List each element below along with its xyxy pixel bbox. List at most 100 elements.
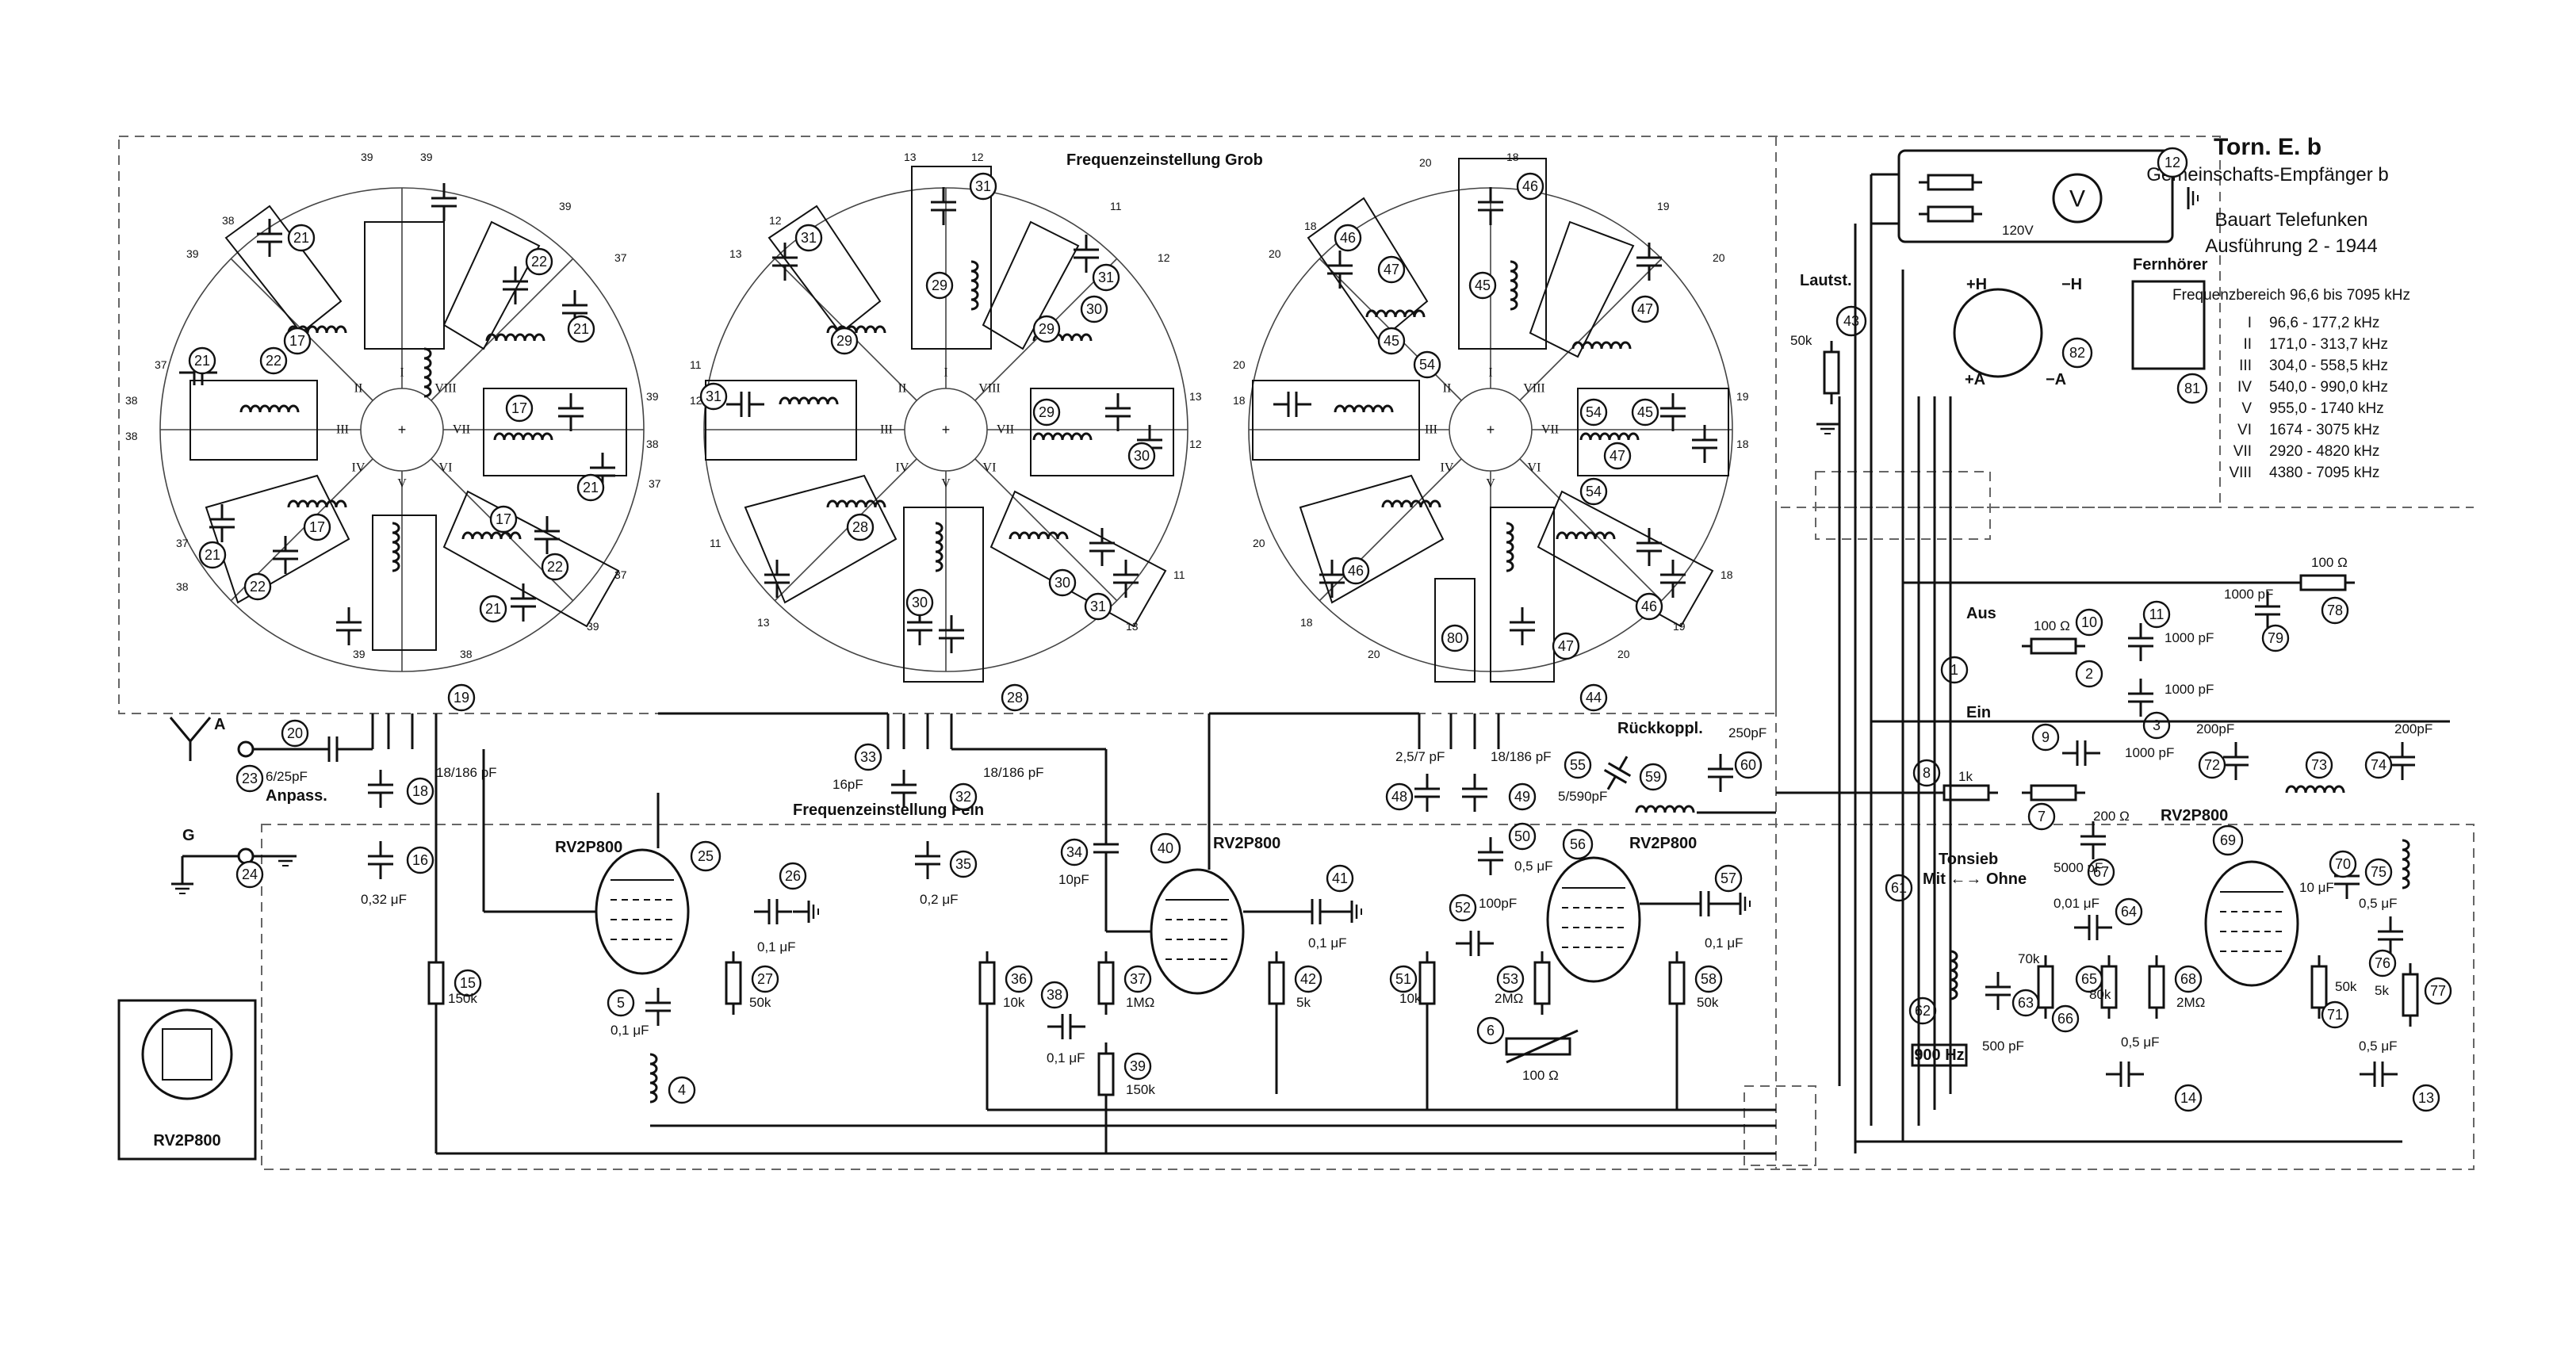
svg-text:30: 30 [1134,448,1150,464]
grob-label: Frequenzeinstellung Grob [1066,151,1263,169]
svg-text:36: 36 [1011,971,1027,987]
svg-text:14: 14 [2180,1090,2196,1106]
svg-text:100 Ω: 100 Ω [1522,1068,1559,1083]
ref-12 [2157,147,2188,178]
svg-text:19: 19 [1657,200,1670,212]
svg-text:56: 56 [1570,836,1586,852]
svg-text:21: 21 [485,601,501,617]
svg-text:38: 38 [222,214,235,227]
svg-text:11: 11 [710,537,722,549]
band-numeral: VII [2233,443,2252,460]
svg-text:47: 47 [1610,448,1625,464]
svg-text:38: 38 [125,430,138,442]
svg-text:5000 pF: 5000 pF [2054,860,2103,875]
svg-text:RV2P800: RV2P800 [1629,835,1697,852]
svg-text:25: 25 [698,848,714,864]
svg-text:19: 19 [1736,390,1749,403]
svg-text:42: 42 [1300,971,1316,987]
svg-text:RV2P800: RV2P800 [2161,807,2228,824]
svg-text:49: 49 [1514,789,1530,805]
band-numeral: II [2243,336,2252,353]
band-numeral: VI [2237,422,2252,438]
sector-label: VII [1541,423,1559,437]
svg-text:31: 31 [975,178,991,194]
svg-text:18: 18 [1736,438,1749,450]
wheel-1-refs: 21 17 22 21 17 21 17 22 21 22 17 21 22 2… [188,224,605,623]
svg-text:79: 79 [2268,630,2283,646]
svg-text:52: 52 [1455,900,1471,916]
tube-4: 69 RV2P800 72 200pF 73 74 200pF 70 10 μF… [2161,555,2452,1112]
wheel-2-refs: 31 29 31 29 30 29 31 30 29 31 30 28 31 3… [699,172,1156,621]
svg-text:20: 20 [1617,648,1630,660]
svg-text:2,5/7 pF: 2,5/7 pF [1395,749,1445,764]
sector-label: VIII [434,382,457,396]
sector-label: IV [1441,461,1454,475]
band-numeral: IV [2237,379,2252,396]
tube-3: 56 RV2P800 57 0,1 μF 58 50k [1546,828,1751,1016]
svg-text:100 Ω: 100 Ω [2311,555,2348,570]
svg-text:2MΩ: 2MΩ [2176,995,2205,1010]
svg-text:1000 pF: 1000 pF [2165,682,2214,697]
svg-text:46: 46 [1522,178,1538,194]
main-bus-wires [436,1015,1776,1155]
svg-text:18: 18 [1300,616,1313,629]
svg-text:5k: 5k [2375,983,2389,998]
svg-text:17: 17 [309,519,325,535]
band-range: 1674 - 3075 kHz [2269,422,2379,438]
wheel-3: + I II III IV V VI VII VIII [1248,158,1733,683]
meter-box: V 12 120V [1871,147,2199,243]
svg-text:1k: 1k [1958,769,1973,784]
wheel-3-refs: 46 45 47 54 46 45 47 54 45 46 47 54 46 4… [1334,172,1663,660]
svg-text:80k: 80k [2089,987,2111,1002]
svg-text:11: 11 [1110,200,1122,212]
svg-text:13: 13 [1126,620,1139,633]
svg-text:35: 35 [955,856,971,872]
svg-text:20: 20 [1253,537,1265,549]
svg-text:150k: 150k [448,991,477,1006]
svg-text:20: 20 [1419,156,1432,169]
svg-text:44: 44 [1586,690,1602,706]
svg-text:0,1 μF: 0,1 μF [1047,1050,1085,1065]
svg-text:10k: 10k [1399,991,1422,1006]
sector-label: V [1486,477,1495,491]
svg-text:0,1 μF: 0,1 μF [1308,935,1347,951]
sector-label: IV [352,461,366,475]
svg-text:59: 59 [1645,769,1661,785]
svg-text:43: 43 [1843,313,1859,329]
svg-text:61: 61 [1891,880,1907,896]
svg-text:12: 12 [971,151,984,163]
svg-text:0,1 μF: 0,1 μF [1705,935,1743,951]
svg-text:29: 29 [1039,404,1055,420]
svg-text:1000 pF: 1000 pF [2125,745,2174,760]
right-bus [1838,174,2450,1153]
sector-label: VI [983,461,997,475]
svg-text:10: 10 [2081,614,2097,630]
svg-text:22: 22 [547,559,563,575]
svg-text:10k: 10k [1003,995,1025,1010]
svg-text:0,32 μF: 0,32 μF [361,892,407,907]
svg-text:38: 38 [176,580,189,593]
sector-label: I [1488,366,1492,380]
svg-text:39: 39 [361,151,373,163]
svg-text:13: 13 [2418,1090,2434,1106]
sector-label: III [880,423,893,437]
sector-label: II [1443,382,1452,396]
wheel-2: + I II III IV V VI VII VIII [699,166,1188,683]
svg-text:78: 78 [2327,602,2343,618]
sector-label: III [1425,423,1437,437]
svg-text:5/590pF: 5/590pF [1558,789,1607,804]
svg-text:29: 29 [836,333,852,349]
svg-text:47: 47 [1558,638,1574,654]
band-range: 96,6 - 177,2 kHz [2269,315,2379,331]
svg-text:31: 31 [706,388,722,404]
sector-label: II [354,382,363,396]
svg-text:22: 22 [266,353,281,369]
svg-text:28: 28 [1007,690,1023,706]
minus-h: −H [2061,276,2082,293]
svg-text:54: 54 [1419,357,1435,373]
svg-text:RV2P800: RV2P800 [1213,835,1280,852]
svg-text:57: 57 [1721,870,1736,886]
svg-text:0,5 μF: 0,5 μF [1514,859,1553,874]
svg-text:2MΩ: 2MΩ [1495,991,1523,1006]
